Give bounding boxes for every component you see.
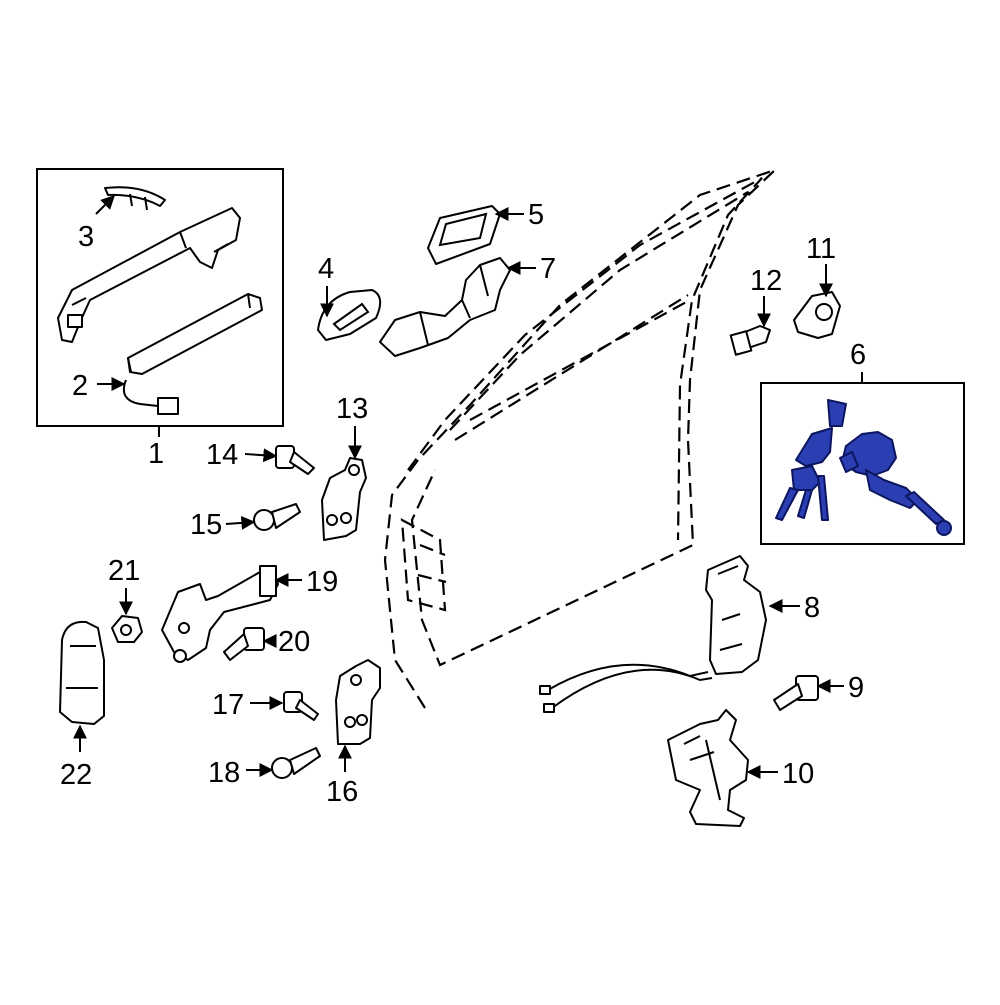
callout-10: 10 (782, 758, 814, 790)
leader-arrows (73, 195, 844, 779)
part-13-upper-hinge (321, 457, 367, 541)
part-1-outer-handle (57, 207, 241, 343)
callout-1: 1 (148, 438, 164, 470)
part-11-striker-cap (793, 291, 841, 339)
part-5-handle-gasket (427, 205, 501, 265)
part-14-bolt (275, 445, 315, 475)
part-7-handle-bracket (379, 257, 511, 357)
callout-4: 4 (318, 253, 334, 285)
part-10-latch-bracket (667, 709, 749, 827)
callout-13: 13 (336, 393, 368, 425)
part-2-handle-base (122, 293, 263, 415)
part-20-bolt (223, 627, 265, 661)
callout-6: 6 (850, 339, 866, 371)
callout-16: 16 (326, 776, 358, 808)
part-16-lower-hinge (335, 659, 381, 745)
part-21-nut (111, 615, 143, 643)
callout-14: 14 (206, 439, 238, 471)
part-3-handle-cap (104, 186, 166, 211)
callout-11: 11 (806, 233, 836, 265)
callout-3: 3 (78, 221, 94, 253)
part-12-bolt (729, 325, 771, 356)
part-17-bolt (283, 691, 319, 721)
callout-labels: 1 2 3 4 5 6 7 8 9 10 11 12 13 14 15 16 1… (60, 199, 866, 808)
part-6-lock-cylinder (775, 399, 952, 536)
callout-9: 9 (848, 672, 864, 704)
part-9-bolt (773, 675, 819, 711)
callout-18: 18 (208, 757, 240, 789)
callout-12: 12 (750, 265, 782, 297)
callout-17: 17 (212, 689, 244, 721)
part-15-bolt (253, 503, 301, 531)
door-frame-outline (383, 168, 776, 709)
callout-21: 21 (108, 555, 140, 587)
part-22-door-pad (59, 620, 105, 725)
callout-19: 19 (306, 566, 338, 598)
part-8-door-latch (539, 555, 767, 713)
callout-15: 15 (190, 509, 222, 541)
callout-22: 22 (60, 759, 92, 791)
callout-8: 8 (804, 592, 820, 624)
callout-20: 20 (278, 626, 310, 658)
callout-2: 2 (72, 370, 88, 402)
callout-5: 5 (528, 199, 544, 231)
part-19-door-checker (161, 565, 279, 663)
callout-7: 7 (540, 253, 556, 285)
part-18-bolt (271, 747, 321, 779)
